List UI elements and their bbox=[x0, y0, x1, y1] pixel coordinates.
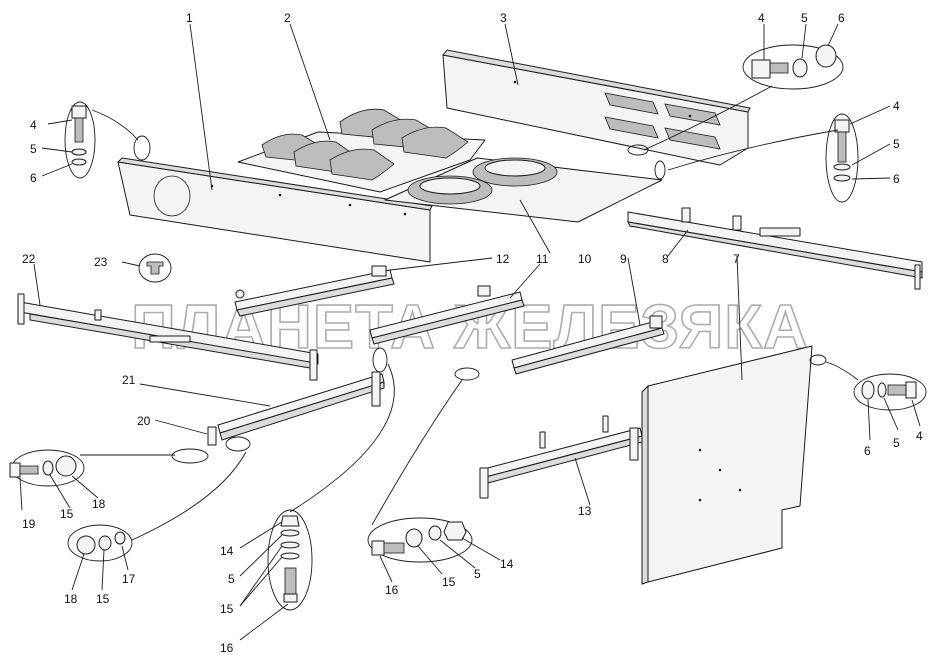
callout-18-b: 18 bbox=[64, 592, 78, 606]
callout-6-right: 6 bbox=[893, 172, 900, 186]
part-20-plate bbox=[207, 426, 217, 446]
inline-fasteners bbox=[171, 144, 827, 464]
callout-5-center: 5 bbox=[228, 572, 235, 586]
callout-4-right: 4 bbox=[893, 99, 900, 113]
part-7-rear-panel bbox=[641, 345, 813, 585]
callout-5-mid: 5 bbox=[474, 567, 481, 581]
callout-17: 17 bbox=[122, 572, 136, 586]
leader-lines bbox=[19, 23, 921, 641]
part-2-vent-floor bbox=[237, 108, 486, 193]
callout-19: 19 bbox=[22, 517, 36, 531]
fastener-group-top-right bbox=[742, 44, 844, 90]
callout-2: 2 bbox=[284, 11, 291, 25]
part-11-rail bbox=[369, 285, 525, 345]
fastener-group-right-lower bbox=[853, 373, 927, 411]
fastener-group-left-19 bbox=[9, 449, 85, 487]
callout-14-b: 14 bbox=[500, 557, 514, 571]
part-22-frame-rail bbox=[17, 293, 319, 381]
part-8-rail bbox=[627, 207, 923, 290]
callout-4-top: 4 bbox=[758, 11, 765, 25]
part-13-bracket bbox=[479, 415, 643, 499]
callout-1: 1 bbox=[186, 11, 193, 25]
part-3-louver-panel bbox=[442, 49, 751, 166]
callout-16-b: 16 bbox=[385, 583, 399, 597]
callout-23: 23 bbox=[94, 255, 108, 269]
callout-21: 21 bbox=[122, 373, 136, 387]
part-21-bracket bbox=[217, 371, 385, 441]
callout-5-lower: 5 bbox=[893, 436, 900, 450]
fastener-group-left-18 bbox=[67, 524, 133, 562]
part-9-rail bbox=[511, 315, 665, 375]
callout-4-left: 4 bbox=[30, 118, 37, 132]
callout-15-d: 15 bbox=[442, 575, 456, 589]
callout-8: 8 bbox=[662, 252, 669, 266]
callout-20: 20 bbox=[137, 414, 151, 428]
fastener-group-center-horizontal bbox=[367, 517, 473, 563]
callout-5-right: 5 bbox=[893, 137, 900, 151]
callout-16-a: 16 bbox=[220, 641, 234, 655]
callout-10: 10 bbox=[578, 252, 592, 266]
callout-15-b: 15 bbox=[96, 592, 110, 606]
callout-22: 22 bbox=[22, 252, 36, 266]
callout-3: 3 bbox=[500, 11, 507, 25]
callout-4-lower: 4 bbox=[916, 429, 923, 443]
fastener-group-center-vertical bbox=[267, 509, 313, 611]
callout-15-a: 15 bbox=[60, 507, 74, 521]
part-12-rail bbox=[234, 265, 395, 317]
callout-6-top: 6 bbox=[838, 11, 845, 25]
callout-labels: 1 2 3 4 5 6 4 5 6 4 5 6 10 8 9 7 11 12 2… bbox=[22, 11, 923, 655]
part-10-floor-panel bbox=[384, 157, 663, 223]
part-23-grommet bbox=[138, 253, 172, 283]
part-1-side-panel bbox=[116, 157, 433, 263]
callout-9: 9 bbox=[620, 252, 627, 266]
callout-6-lower: 6 bbox=[864, 444, 871, 458]
callout-5-left: 5 bbox=[30, 142, 37, 156]
callout-15-c: 15 bbox=[220, 602, 234, 616]
callout-7: 7 bbox=[733, 252, 740, 266]
callout-14-a: 14 bbox=[220, 544, 234, 558]
callout-12: 12 bbox=[496, 252, 510, 266]
fastener-group-top-left bbox=[64, 101, 151, 179]
callout-11: 11 bbox=[536, 252, 549, 266]
callout-5-top: 5 bbox=[801, 11, 808, 25]
callout-13: 13 bbox=[578, 504, 592, 518]
fastener-group-right bbox=[825, 113, 859, 203]
callout-6-left: 6 bbox=[30, 171, 37, 185]
callout-18-a: 18 bbox=[92, 497, 106, 511]
